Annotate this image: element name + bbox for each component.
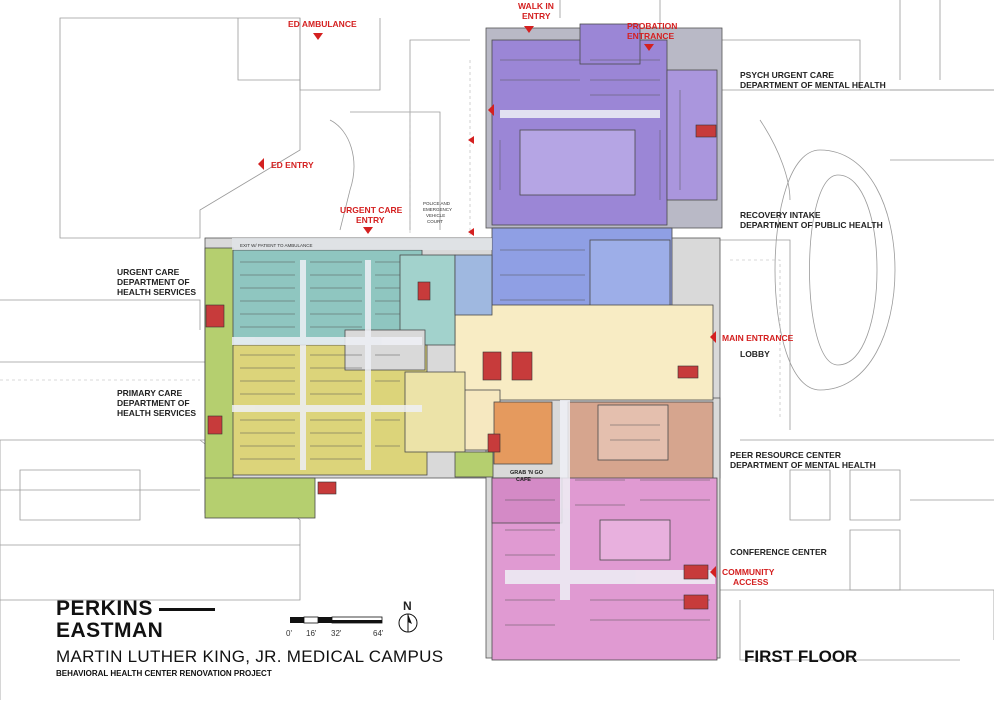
corridors bbox=[232, 110, 715, 600]
arrow-urgent-care-icon bbox=[363, 227, 373, 234]
label-police-3: VEHICLE bbox=[426, 213, 445, 218]
arrow-ed-entry-icon bbox=[258, 158, 264, 170]
firm-logo: PERKINS EASTMAN bbox=[56, 598, 215, 642]
arrow-community-icon bbox=[710, 566, 716, 578]
label-urgent-3: HEALTH SERVICES bbox=[117, 287, 196, 297]
label-primary-1: PRIMARY CARE bbox=[117, 388, 183, 398]
label-peer-1: PEER RESOURCE CENTER bbox=[730, 450, 841, 460]
firm-name-line-1: PERKINS bbox=[56, 597, 153, 620]
label-exit-corridor: EXIT W/ PATIENT TO AMBULANCE bbox=[240, 243, 313, 248]
label-urgent-care-2: ENTRY bbox=[356, 215, 385, 225]
label-psych-1: PSYCH URGENT CARE bbox=[740, 70, 834, 80]
logo-rule bbox=[158, 607, 215, 611]
department-zones bbox=[204, 23, 718, 661]
scale-tick-64: 64' bbox=[373, 629, 384, 638]
label-psych-2: DEPARTMENT OF MENTAL HEALTH bbox=[740, 80, 886, 90]
label-primary-2: DEPARTMENT OF bbox=[117, 398, 190, 408]
zone-green-wing bbox=[204, 247, 234, 514]
north-label: N bbox=[403, 599, 412, 613]
scale-tick-32: 32' bbox=[331, 629, 342, 638]
label-conference: CONFERENCE CENTER bbox=[730, 547, 827, 557]
label-probation-2: ENTRANCE bbox=[627, 31, 675, 41]
scale-tick-16: 16' bbox=[306, 629, 317, 638]
label-community-2: ACCESS bbox=[733, 577, 769, 587]
stair-cores bbox=[205, 124, 717, 610]
site-dashes bbox=[0, 60, 781, 420]
project-title: BEHAVIORAL HEALTH CENTER RENOVATION PROJ… bbox=[56, 669, 272, 678]
arrow-main-entrance-icon bbox=[710, 331, 716, 343]
firm-name-line-2: EASTMAN bbox=[56, 619, 164, 642]
scale-bar: 0' 16' 32' 64' bbox=[286, 616, 384, 638]
label-police-2: EMERGENCY bbox=[423, 207, 452, 212]
arrow-probation-icon bbox=[644, 44, 654, 51]
label-probation-1: PROBATION bbox=[627, 21, 677, 31]
label-recovery-2: DEPARTMENT OF PUBLIC HEALTH bbox=[740, 220, 883, 230]
scale-tick-0: 0' bbox=[286, 629, 292, 638]
label-lobby: LOBBY bbox=[740, 349, 770, 359]
label-community-1: COMMUNITY bbox=[722, 567, 775, 577]
north-arrow-icon: N bbox=[398, 599, 418, 633]
label-urgent-1: URGENT CARE bbox=[117, 267, 180, 277]
label-peer-2: DEPARTMENT OF MENTAL HEALTH bbox=[730, 460, 876, 470]
zone-cafe bbox=[493, 401, 553, 465]
label-police-4: COURT bbox=[427, 219, 443, 224]
label-ed-entry: ED ENTRY bbox=[271, 160, 314, 170]
label-ed-ambulance: ED AMBULANCE bbox=[288, 19, 357, 29]
label-walk-in-2: ENTRY bbox=[522, 11, 551, 21]
entrance-arrows bbox=[258, 26, 716, 578]
label-urgent-2: DEPARTMENT OF bbox=[117, 277, 190, 287]
label-recovery-1: RECOVERY INTAKE bbox=[740, 210, 821, 220]
label-urgent-care-1: URGENT CARE bbox=[340, 205, 403, 215]
label-primary-3: HEALTH SERVICES bbox=[117, 408, 196, 418]
label-cafe-2: CAFE bbox=[516, 477, 531, 483]
label-cafe-1: GRAB 'N GO bbox=[510, 470, 544, 476]
arrow-ed-ambulance-icon bbox=[313, 33, 323, 40]
arrow-walk-in-icon bbox=[524, 26, 534, 33]
label-main-entrance: MAIN ENTRANCE bbox=[722, 333, 794, 343]
label-walk-in-1: WALK IN bbox=[518, 1, 554, 11]
floor-label: FIRST FLOOR bbox=[744, 647, 858, 666]
campus-title: MARTIN LUTHER KING, JR. MEDICAL CAMPUS bbox=[56, 647, 444, 666]
label-police-1: POLICE AND bbox=[423, 201, 451, 206]
